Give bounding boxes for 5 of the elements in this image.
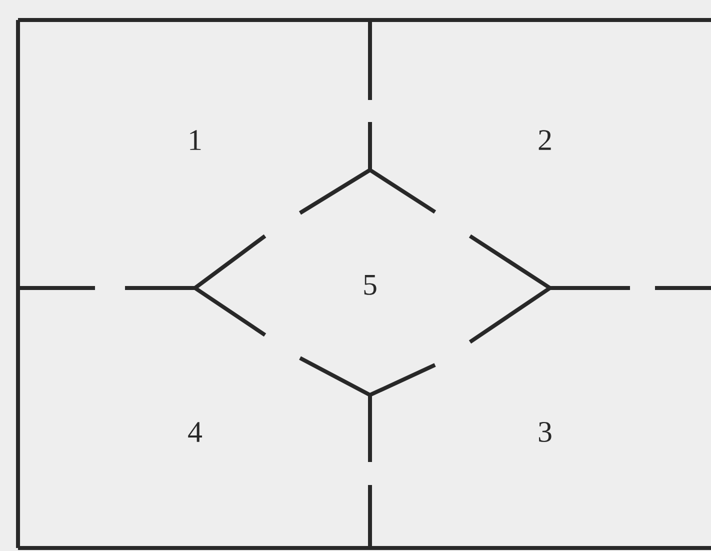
region-number: 4 xyxy=(188,422,202,442)
region-number: 3 xyxy=(538,422,552,442)
region-number: 5 xyxy=(364,275,376,295)
region-number: 1 xyxy=(190,130,201,150)
region-number: 2 xyxy=(538,130,551,150)
